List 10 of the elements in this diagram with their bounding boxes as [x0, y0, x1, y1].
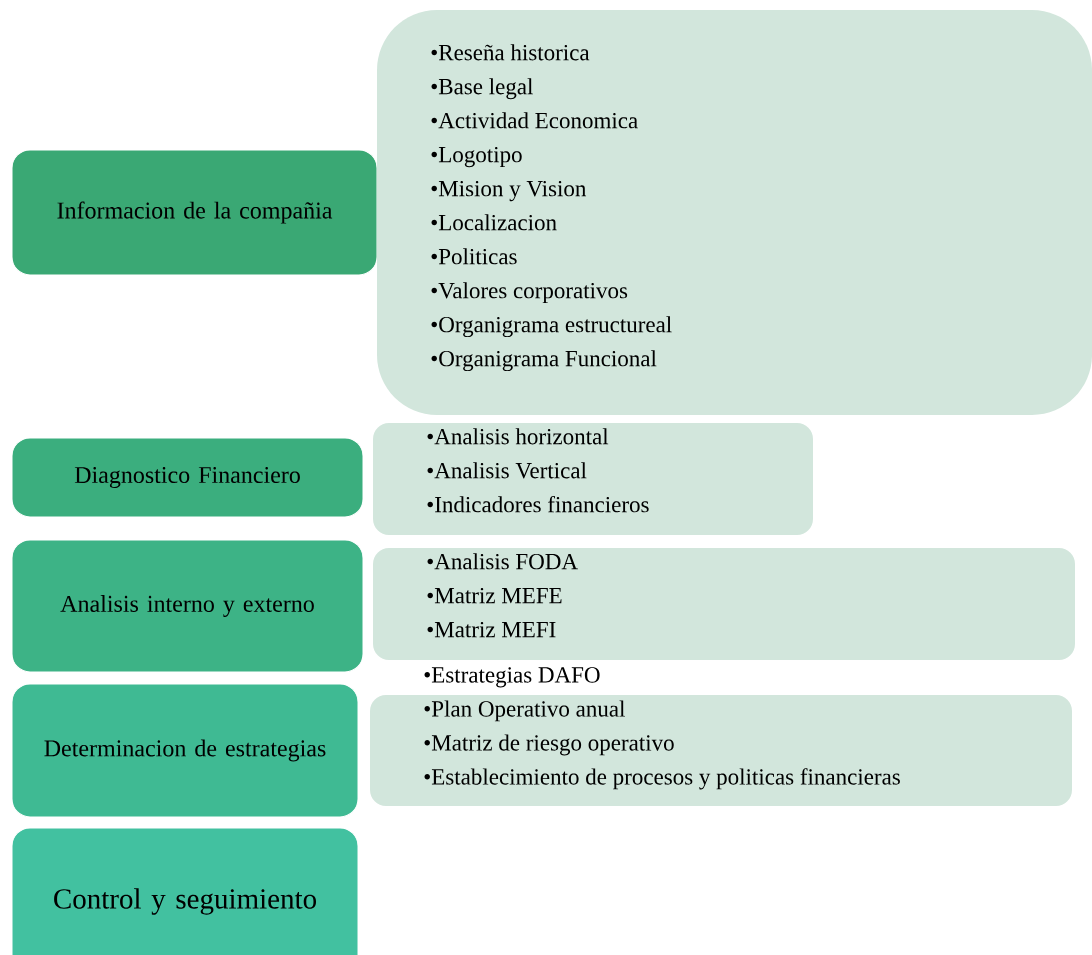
- list-box: •Estrategias DAFO •Plan Operativo anual •Matriz de riesgo operativo •Establecimiento de procesos y politicas financieras: [370, 667, 1072, 806]
- stage-box: Informacion de la compañia: [11, 149, 378, 276]
- list-box: •Analisis horizontal •Analisis Vertical •Indicadores financieros: [373, 423, 813, 535]
- stage-box: Analisis interno y externo: [11, 539, 364, 673]
- list-box: •Analisis FODA •Matriz MEFE •Matriz MEFI: [373, 548, 1075, 660]
- stage-box: Diagnostico Financiero: [11, 437, 364, 518]
- stage-box: Control y seguimiento: [11, 827, 359, 955]
- list-box: •Reseña historica •Base legal •Actividad Economica •Logotipo •Mision y Vision •Localizacion •Politicas •Valores corporativos •Organigrama estructureal •Organigrama Funcional: [377, 10, 1092, 415]
- stage-box: Determinacion de estrategias: [11, 683, 359, 818]
- node-label: •Estrategias DAFO: [424, 667, 600, 688]
